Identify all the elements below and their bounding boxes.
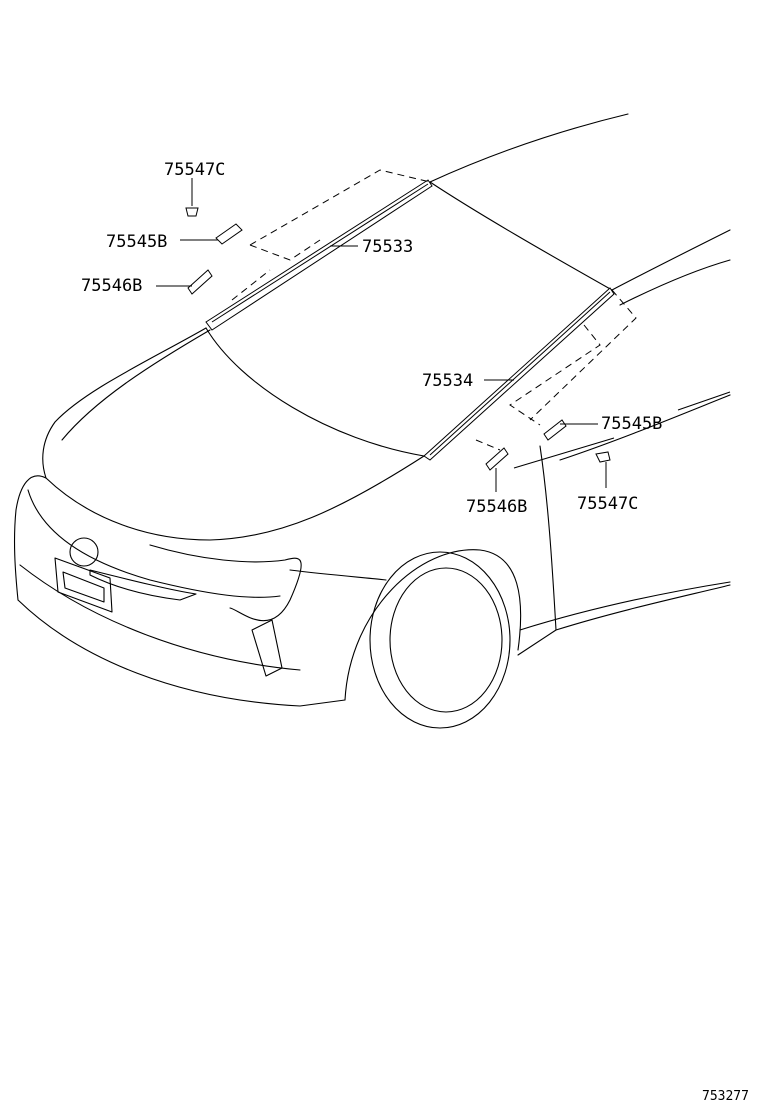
guide-right-mid [509, 324, 601, 426]
label-seal-upper-left: 75545B [106, 232, 167, 252]
bumper-lower-line [19, 564, 301, 671]
fender-line [289, 569, 387, 581]
windshield-top-edge [429, 181, 613, 291]
label-seal-upper-right: 75545B [601, 414, 662, 434]
front-tire [369, 551, 511, 729]
wheel-arch [344, 549, 522, 701]
guide-left-outer [249, 169, 431, 246]
clip-upper-right-icon [595, 451, 611, 488]
illustration-code: 753277 [702, 1089, 749, 1104]
license-plate-area [54, 557, 113, 613]
side-sill [517, 584, 731, 656]
hood-inner-line [61, 329, 211, 441]
license-plate-inner [62, 571, 105, 603]
front-emblem [69, 537, 99, 567]
roof-line [429, 113, 629, 183]
label-molding-lh: 75534 [422, 371, 473, 391]
roof-right-line [611, 229, 731, 291]
front-wheel [389, 567, 503, 713]
clip-upper-left-icon [185, 186, 199, 217]
hood-front-curve [45, 455, 425, 541]
a-pillar-front [539, 445, 557, 631]
leader-connector-right [513, 437, 615, 469]
molding-right-shape [423, 287, 615, 461]
hood-left-edge [42, 327, 207, 479]
bumper-bottom [17, 599, 346, 707]
grille-wing [89, 569, 197, 601]
guide-right-lower [475, 439, 501, 451]
molding-left-inner [211, 183, 429, 323]
guide-left-mid [249, 239, 321, 261]
headlight-line [149, 544, 302, 622]
window-right-line [619, 259, 731, 306]
fog-lamp [251, 619, 283, 677]
seal-lower-left-icon [187, 269, 213, 295]
vehicle-body [13, 113, 731, 729]
guide-right-outer [529, 289, 637, 421]
seal-upper-left-icon [215, 223, 243, 245]
label-seal-lower-right: 75546B [466, 497, 527, 517]
guide-left-lower [231, 269, 271, 301]
front-left-edge [13, 475, 47, 601]
label-molding-rh: 75533 [362, 237, 413, 257]
seal-lower-right-icon [485, 447, 509, 471]
seal-upper-right-icon [543, 419, 567, 441]
label-seal-lower-left: 75546B [81, 276, 142, 296]
windshield-lower-edge [205, 327, 425, 457]
label-clip-upper-right: 75547C [577, 494, 638, 514]
grille-upper [27, 489, 281, 598]
leader-top-right [677, 391, 731, 411]
rocker-line [519, 581, 731, 631]
molding-right-inner [429, 291, 611, 456]
molding-left-shape [205, 179, 433, 331]
belt-line [559, 394, 731, 461]
label-clip-upper-left: 75547C [164, 160, 225, 180]
